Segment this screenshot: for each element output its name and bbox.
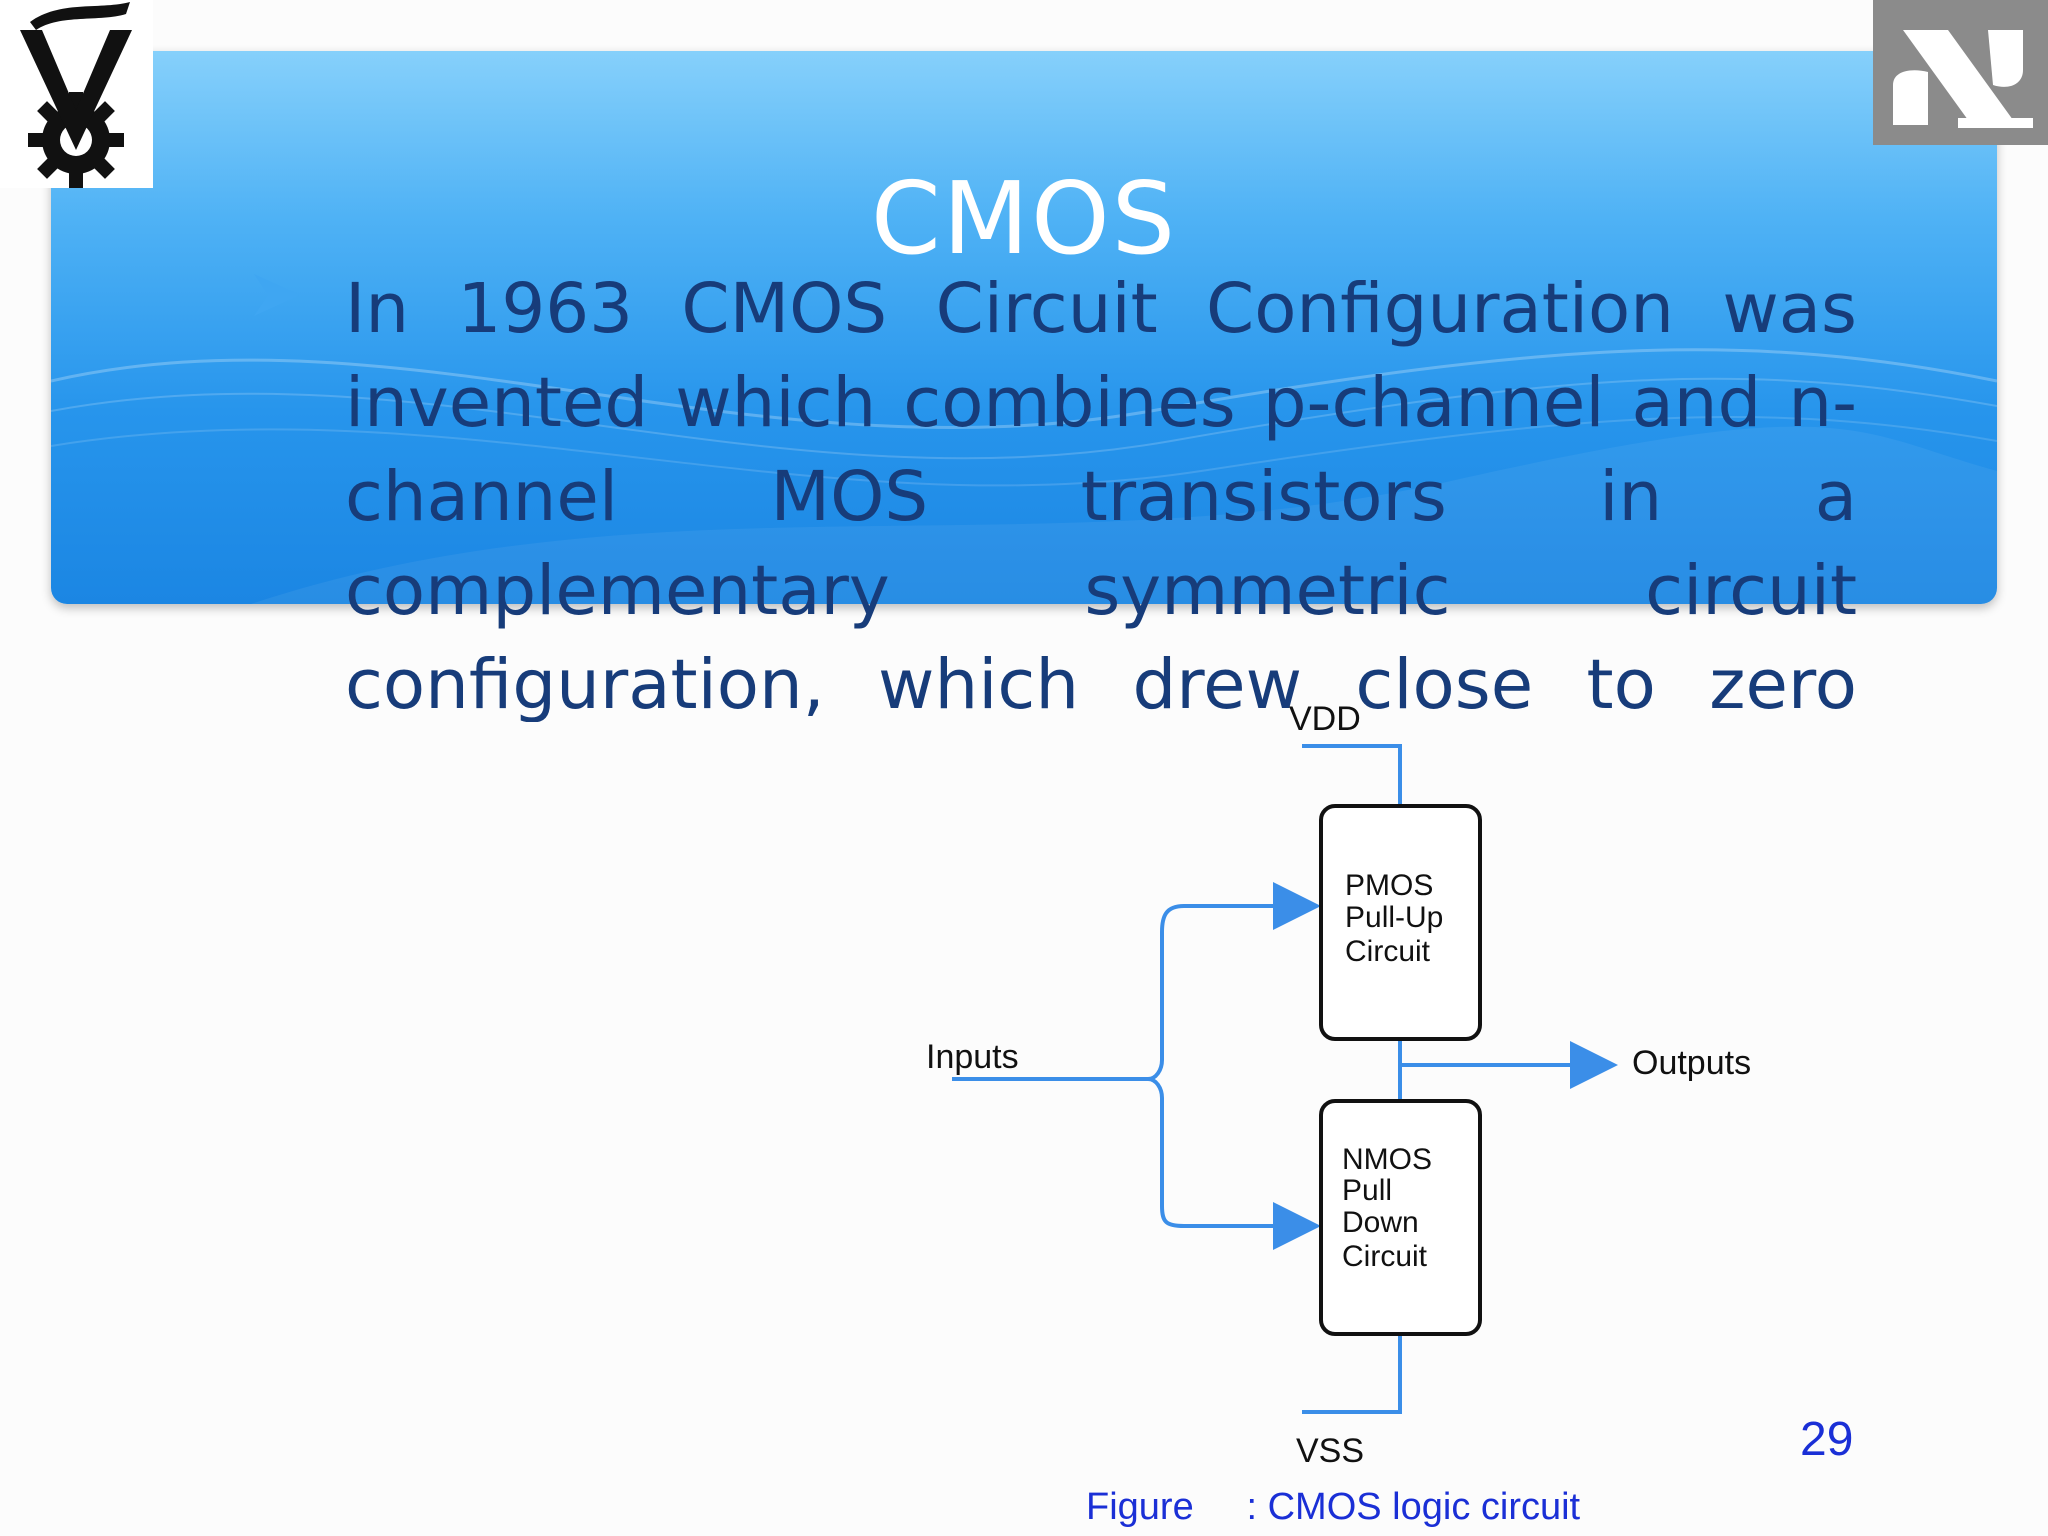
pmos-block <box>1319 804 1482 1041</box>
bullet-text: In 1963 CMOS Circuit Configuration was i… <box>345 269 1857 722</box>
outputs-label: Outputs <box>1632 1044 1751 1082</box>
inputs-label: Inputs <box>926 1038 1019 1076</box>
nmos-label-line2: Pull <box>1342 1174 1392 1207</box>
vss-wire <box>1302 1334 1402 1414</box>
pmos-label-line1: PMOS <box>1345 869 1433 902</box>
figure-caption: Figure : CMOS logic circuit <box>1086 1486 1581 1528</box>
pmos-label-line3: Circuit <box>1345 935 1431 968</box>
nmos-label-line4: Circuit <box>1342 1240 1428 1273</box>
university-logo <box>0 0 153 188</box>
department-logo <box>1873 0 2048 145</box>
bullet-arrow-icon <box>254 274 300 316</box>
input-branch-wires <box>1147 904 1313 1228</box>
banner-wave-decoration <box>51 348 1997 604</box>
nmos-block <box>1319 1099 1482 1336</box>
title-banner <box>51 51 1997 604</box>
nmos-label-line1: NMOS <box>1342 1143 1432 1176</box>
pmos-label-line2: Pull-Up <box>1345 901 1443 934</box>
vdd-label: VDD <box>1289 700 1361 738</box>
vss-label: VSS <box>1296 1432 1364 1470</box>
vdd-wire <box>1302 744 1402 806</box>
nmos-label-line3: Down <box>1342 1206 1419 1239</box>
slide-number: 29 <box>1800 1413 1854 1466</box>
slide-title: CMOS <box>870 160 1178 277</box>
